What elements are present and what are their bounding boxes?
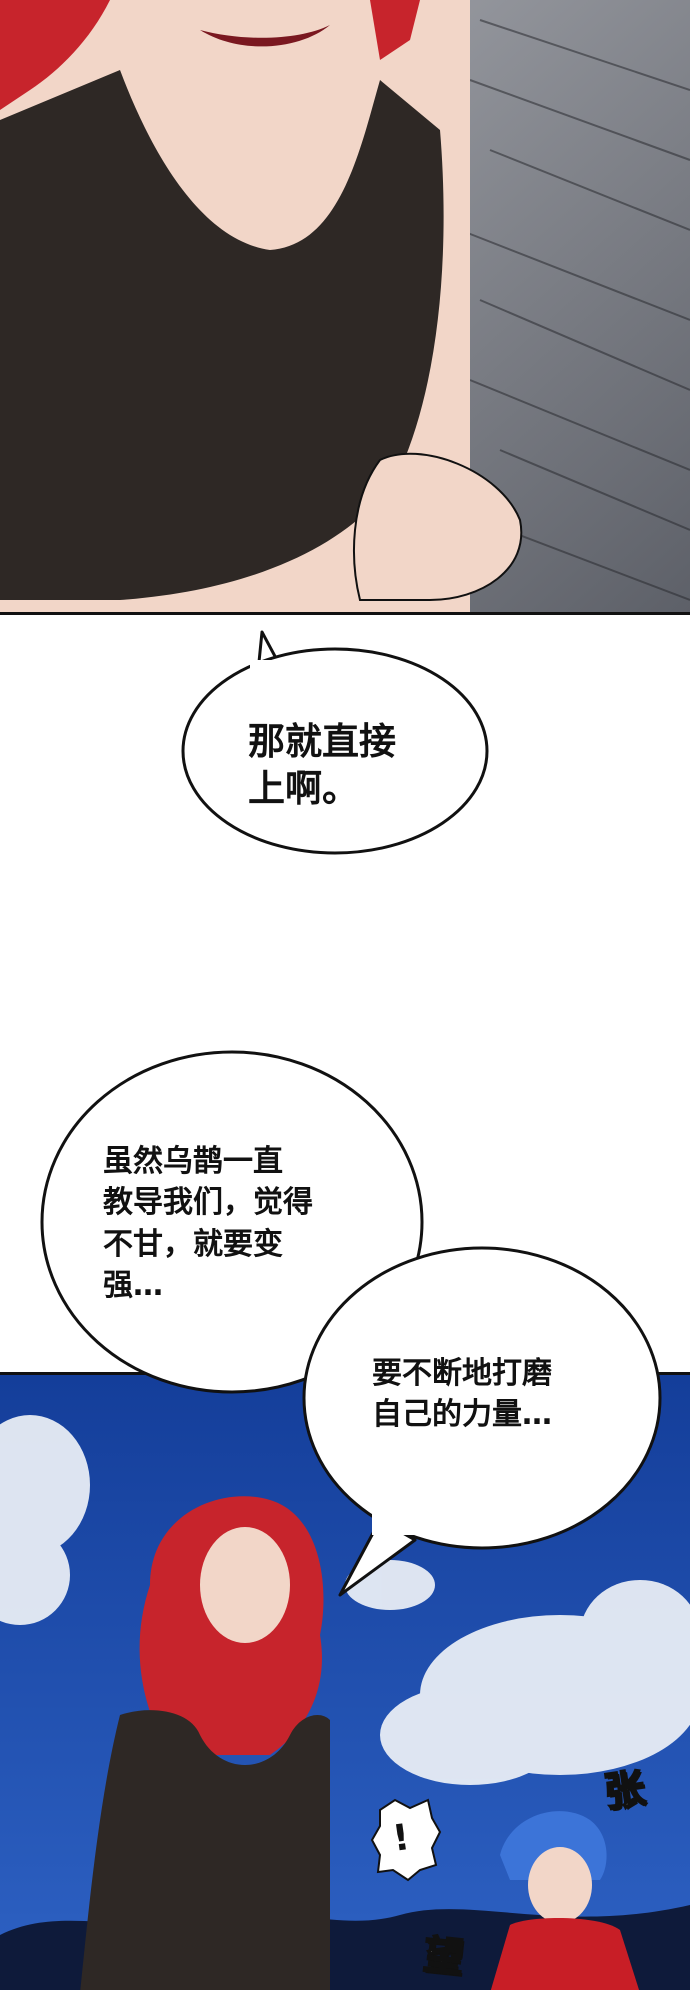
tank-top [0,70,444,600]
top-panel-art [0,0,690,612]
red-hair-right [370,0,420,60]
speech-text-second: 虽然乌鹊一直 教导我们，觉得 不甘，就要变 强… [103,1144,313,1304]
fist [353,452,523,601]
woman-tank-top [80,1710,330,1990]
boy-face [528,1847,592,1923]
speech-text-third: 要不断地打磨 自己的力量… [372,1356,552,1433]
red-hair [0,0,110,110]
speech-text-first: 那就直接 上啊。 [248,720,396,811]
bottom-panel-art [0,1375,690,1990]
sfx-wang: 望 [420,1931,467,1983]
bottom-panel [0,1372,690,1990]
top-panel [0,0,690,615]
boy-jacket [490,1918,640,1990]
woman-face [200,1527,290,1643]
mouth [200,25,330,47]
clouds [0,1415,690,1785]
sfx-zhang: 张 [601,1764,649,1817]
